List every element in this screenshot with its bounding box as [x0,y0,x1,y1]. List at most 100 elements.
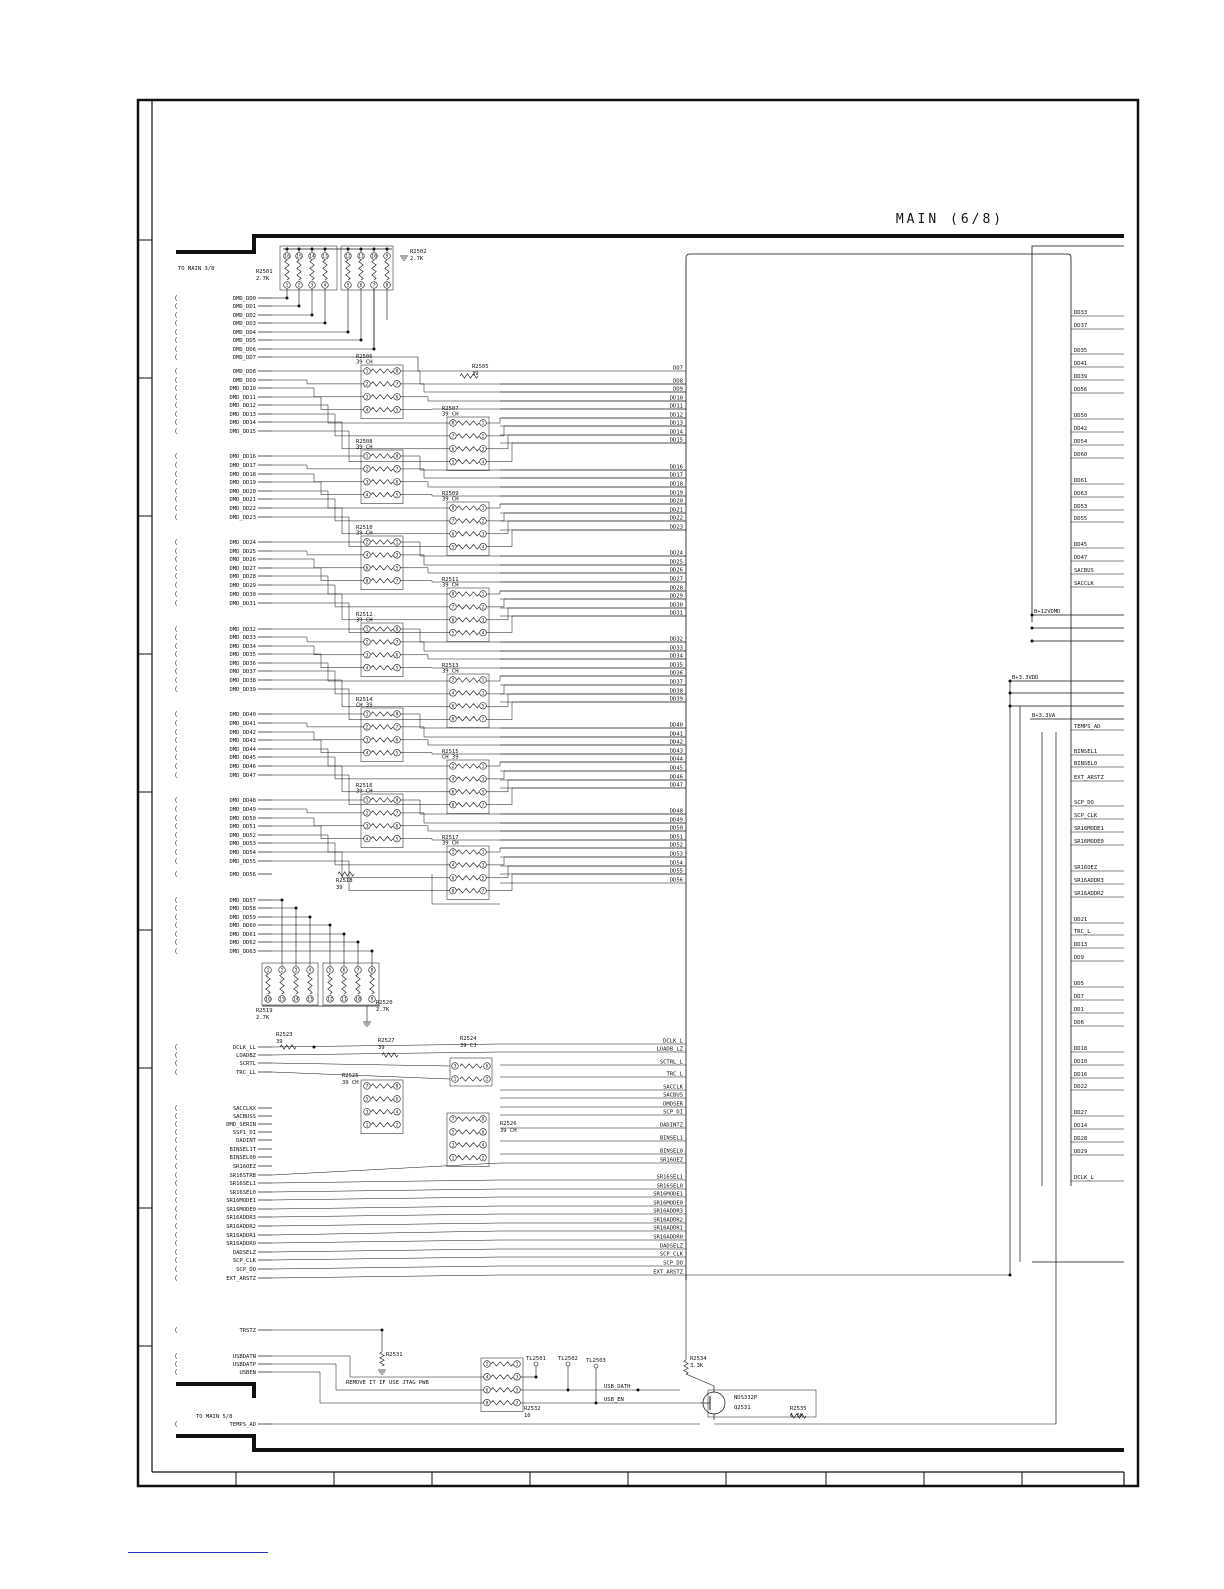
input-signal-label: DMD_DD3 [233,321,256,327]
input-signal-label: DADINT [236,1138,257,1144]
pin-number: 9 [371,997,374,1003]
input-signal-label: SACBUSS [233,1114,256,1120]
pin-number: 8 [396,627,399,633]
pin-number: 4 [366,836,369,842]
resistor-ref: R2524 [460,1036,477,1042]
connector-brace [176,948,178,954]
signal-trace [272,568,364,581]
input-signal-label: DMD_DD34 [230,644,257,650]
pin-number: 1 [452,1155,455,1161]
pin-number: 5 [347,283,350,289]
pin-number: 3 [482,617,485,623]
input-signal-label: DMD_DD54 [230,850,257,856]
connector-brace [176,573,178,579]
input-signal-label: DMD_DD28 [230,574,257,580]
resistor-symbol [280,974,284,994]
jtag-note: REMOVE IT IF USE JTAG PWB [346,1380,429,1386]
junction-dot [329,924,332,927]
header-left-label: TO MAIN 3/8 [178,266,214,272]
pin-number: 15 [279,997,285,1003]
pin-number: 5 [482,789,485,795]
signal-trace [400,568,686,573]
resistor-symbol [294,974,298,994]
output-signal-label: DD36 [670,671,683,677]
signal-trace [272,818,364,826]
connector-pin-label: BINSEL0 [1074,761,1097,767]
resistor-symbol [371,640,393,644]
output-signal-label: BINSEL1 [660,1136,683,1142]
footer-link[interactable] [128,1552,268,1553]
input-signal-label: DMD_DD22 [230,506,257,512]
connector-box-right [1032,246,1124,622]
connector-pin-label: SACBUS [1074,568,1094,574]
page-title: MAIN (6/8) [896,212,1004,227]
output-signal-label: SACBUS [663,1093,683,1099]
signal-trace [272,740,364,753]
connector-pin-label: SACCLK [1074,581,1095,587]
connector-brace [176,1060,178,1066]
resistor-symbol [371,369,393,373]
output-signal-label: DD14 [670,430,684,436]
connector-brace [176,634,178,640]
junction-dot [567,1389,570,1392]
transistor-ref: Q2531 [734,1405,751,1411]
resistor-symbol [457,764,479,768]
signal-trace [486,771,686,779]
pin-number: 7 [396,811,399,817]
signal-trace [486,418,686,423]
resistor-symbol [457,460,479,464]
input-signal-label: DMD_DD38 [230,678,257,684]
connector-brace [176,1232,178,1238]
output-signal-label: DD49 [670,818,683,824]
net-label: USB_EN [604,1397,624,1403]
pin-number: 3 [482,777,485,783]
resistor-value: 39 CH [442,412,459,418]
resistor-symbol [457,1143,479,1147]
connector-pin-label: DD54 [1074,439,1088,445]
pin-number: 7 [482,888,485,894]
input-signal-label: DMD_DD33 [230,635,257,641]
pin-number: 6 [452,875,455,881]
input-signal-label: DMD_DD32 [230,627,257,633]
connector-brace [176,651,178,657]
input-signal-label: SR16ADDR0 [226,1241,256,1247]
connector-brace [176,763,178,769]
pin-number: 3 [311,283,314,289]
connector-pin-label: DD6 [1074,1020,1084,1026]
signal-trace [400,397,686,401]
connector-brace [176,428,178,434]
resistor-ref: 39 CH [500,1128,517,1134]
output-signal-label: DD9 [673,387,683,393]
pin-number: 7 [452,519,455,525]
output-signal-label: DD20 [670,499,683,505]
pin-number: 5 [396,565,399,571]
connector-pin-label: DD47 [1074,555,1087,561]
resistor-value: 39 CH [356,618,373,624]
resistor-symbol [359,260,363,280]
signal-trace [272,809,364,813]
pin-number: 7 [452,605,455,611]
signal-trace [486,608,686,620]
connector-brace [176,746,178,752]
signal-trace [486,874,686,891]
pin-number: 7 [396,382,399,388]
output-signal-label: DD16 [670,465,683,471]
resistor-symbol [370,974,374,994]
input-signal-label: DMD_DD45 [230,755,257,761]
input-signal-label: DMD_DD5 [233,338,256,344]
resistor-symbol [371,712,393,716]
output-signal-label: DD47 [670,783,683,789]
connector-brace [176,1257,178,1263]
pin-number: 12 [345,254,351,260]
connector-pin-label: DD60 [1074,452,1087,458]
connector-brace [176,1240,178,1246]
input-signal-label: DMD_DD16 [230,454,257,460]
connector-pin-label: DD61 [1074,478,1087,484]
input-signal-label: DMD_DD58 [230,906,257,912]
input-signal-label: USBDATN [233,1354,256,1360]
resistor-ref: 2.7K [256,276,270,282]
resistor-symbol [285,260,289,280]
pin-number: 4 [366,750,369,756]
connector-brace [176,312,178,318]
resistor-value: 39 CH [356,445,373,451]
